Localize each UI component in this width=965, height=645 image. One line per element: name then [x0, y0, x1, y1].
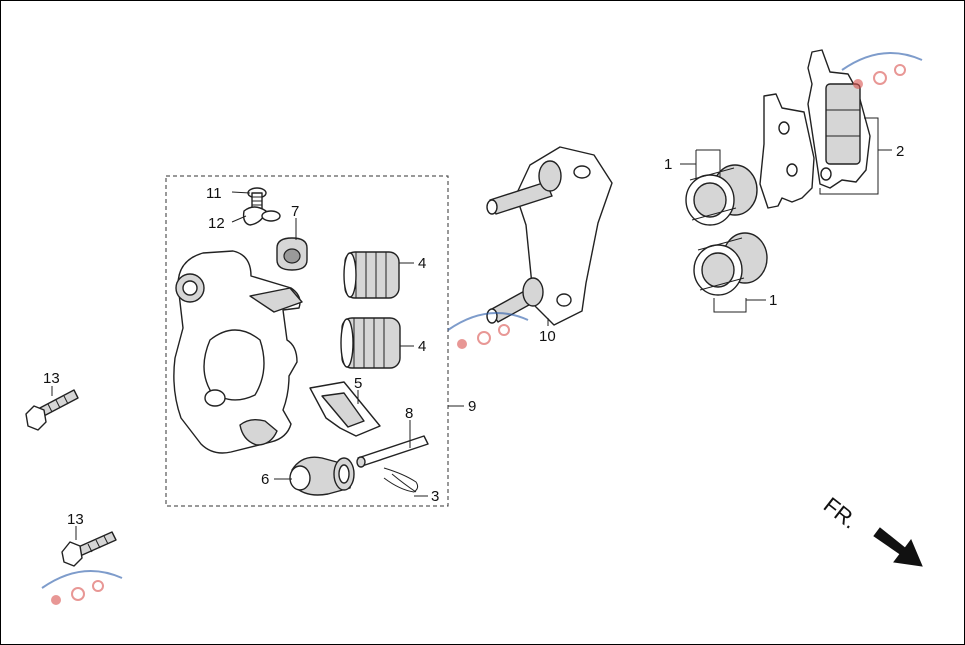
piston-upper — [685, 164, 758, 226]
callout-4-upper: 4 — [418, 255, 426, 272]
callout-9: 9 — [468, 398, 476, 415]
pad-pin — [356, 435, 429, 468]
front-direction-label: FR. — [819, 492, 862, 534]
leader-lines — [51, 117, 892, 540]
mount-bolt-lower — [61, 531, 117, 567]
callout-3: 3 — [431, 488, 439, 505]
slide-pin-boot-lower — [340, 317, 401, 369]
callout-12: 12 — [208, 215, 225, 232]
piston-lower — [693, 232, 768, 296]
caliper-bracket — [486, 146, 613, 326]
caliper-body — [173, 250, 303, 454]
callout-4-lower: 4 — [418, 338, 426, 355]
callout-labels: 11 12 7 4 4 5 8 3 6 9 10 1 1 2 13 13 — [43, 143, 904, 528]
brake-pad-inner — [759, 93, 815, 209]
watermark-logo-icon — [41, 569, 123, 605]
callout-6: 6 — [261, 471, 269, 488]
callout-13-upper: 13 — [43, 370, 60, 387]
pad-spring — [309, 381, 381, 437]
callout-5: 5 — [354, 375, 362, 392]
callout-10: 10 — [539, 328, 556, 345]
brake-pad-outer — [807, 49, 871, 189]
callout-2: 2 — [896, 143, 904, 160]
pad-spring-clip — [383, 467, 419, 493]
callout-1-upper: 1 — [664, 156, 672, 173]
bleeder-cap — [276, 237, 308, 271]
bleeder-screw — [247, 187, 267, 210]
mount-bolt-upper — [25, 389, 79, 431]
callout-13-lower: 13 — [67, 511, 84, 528]
callout-1-lower: 1 — [769, 292, 777, 309]
watermark-logo-icon — [447, 311, 529, 349]
front-direction-indicator: FR. — [819, 492, 923, 567]
watermark-logo-icon — [841, 51, 923, 89]
slide-pin-bolt — [289, 456, 355, 496]
callout-8: 8 — [405, 405, 413, 422]
callout-7: 7 — [291, 203, 299, 220]
caliper-assembly-box — [165, 175, 449, 507]
bleeder-washer — [242, 206, 281, 226]
callout-11: 11 — [206, 185, 222, 202]
slide-pin-boot-upper — [343, 251, 400, 299]
front-direction-arrow-icon — [873, 527, 923, 567]
